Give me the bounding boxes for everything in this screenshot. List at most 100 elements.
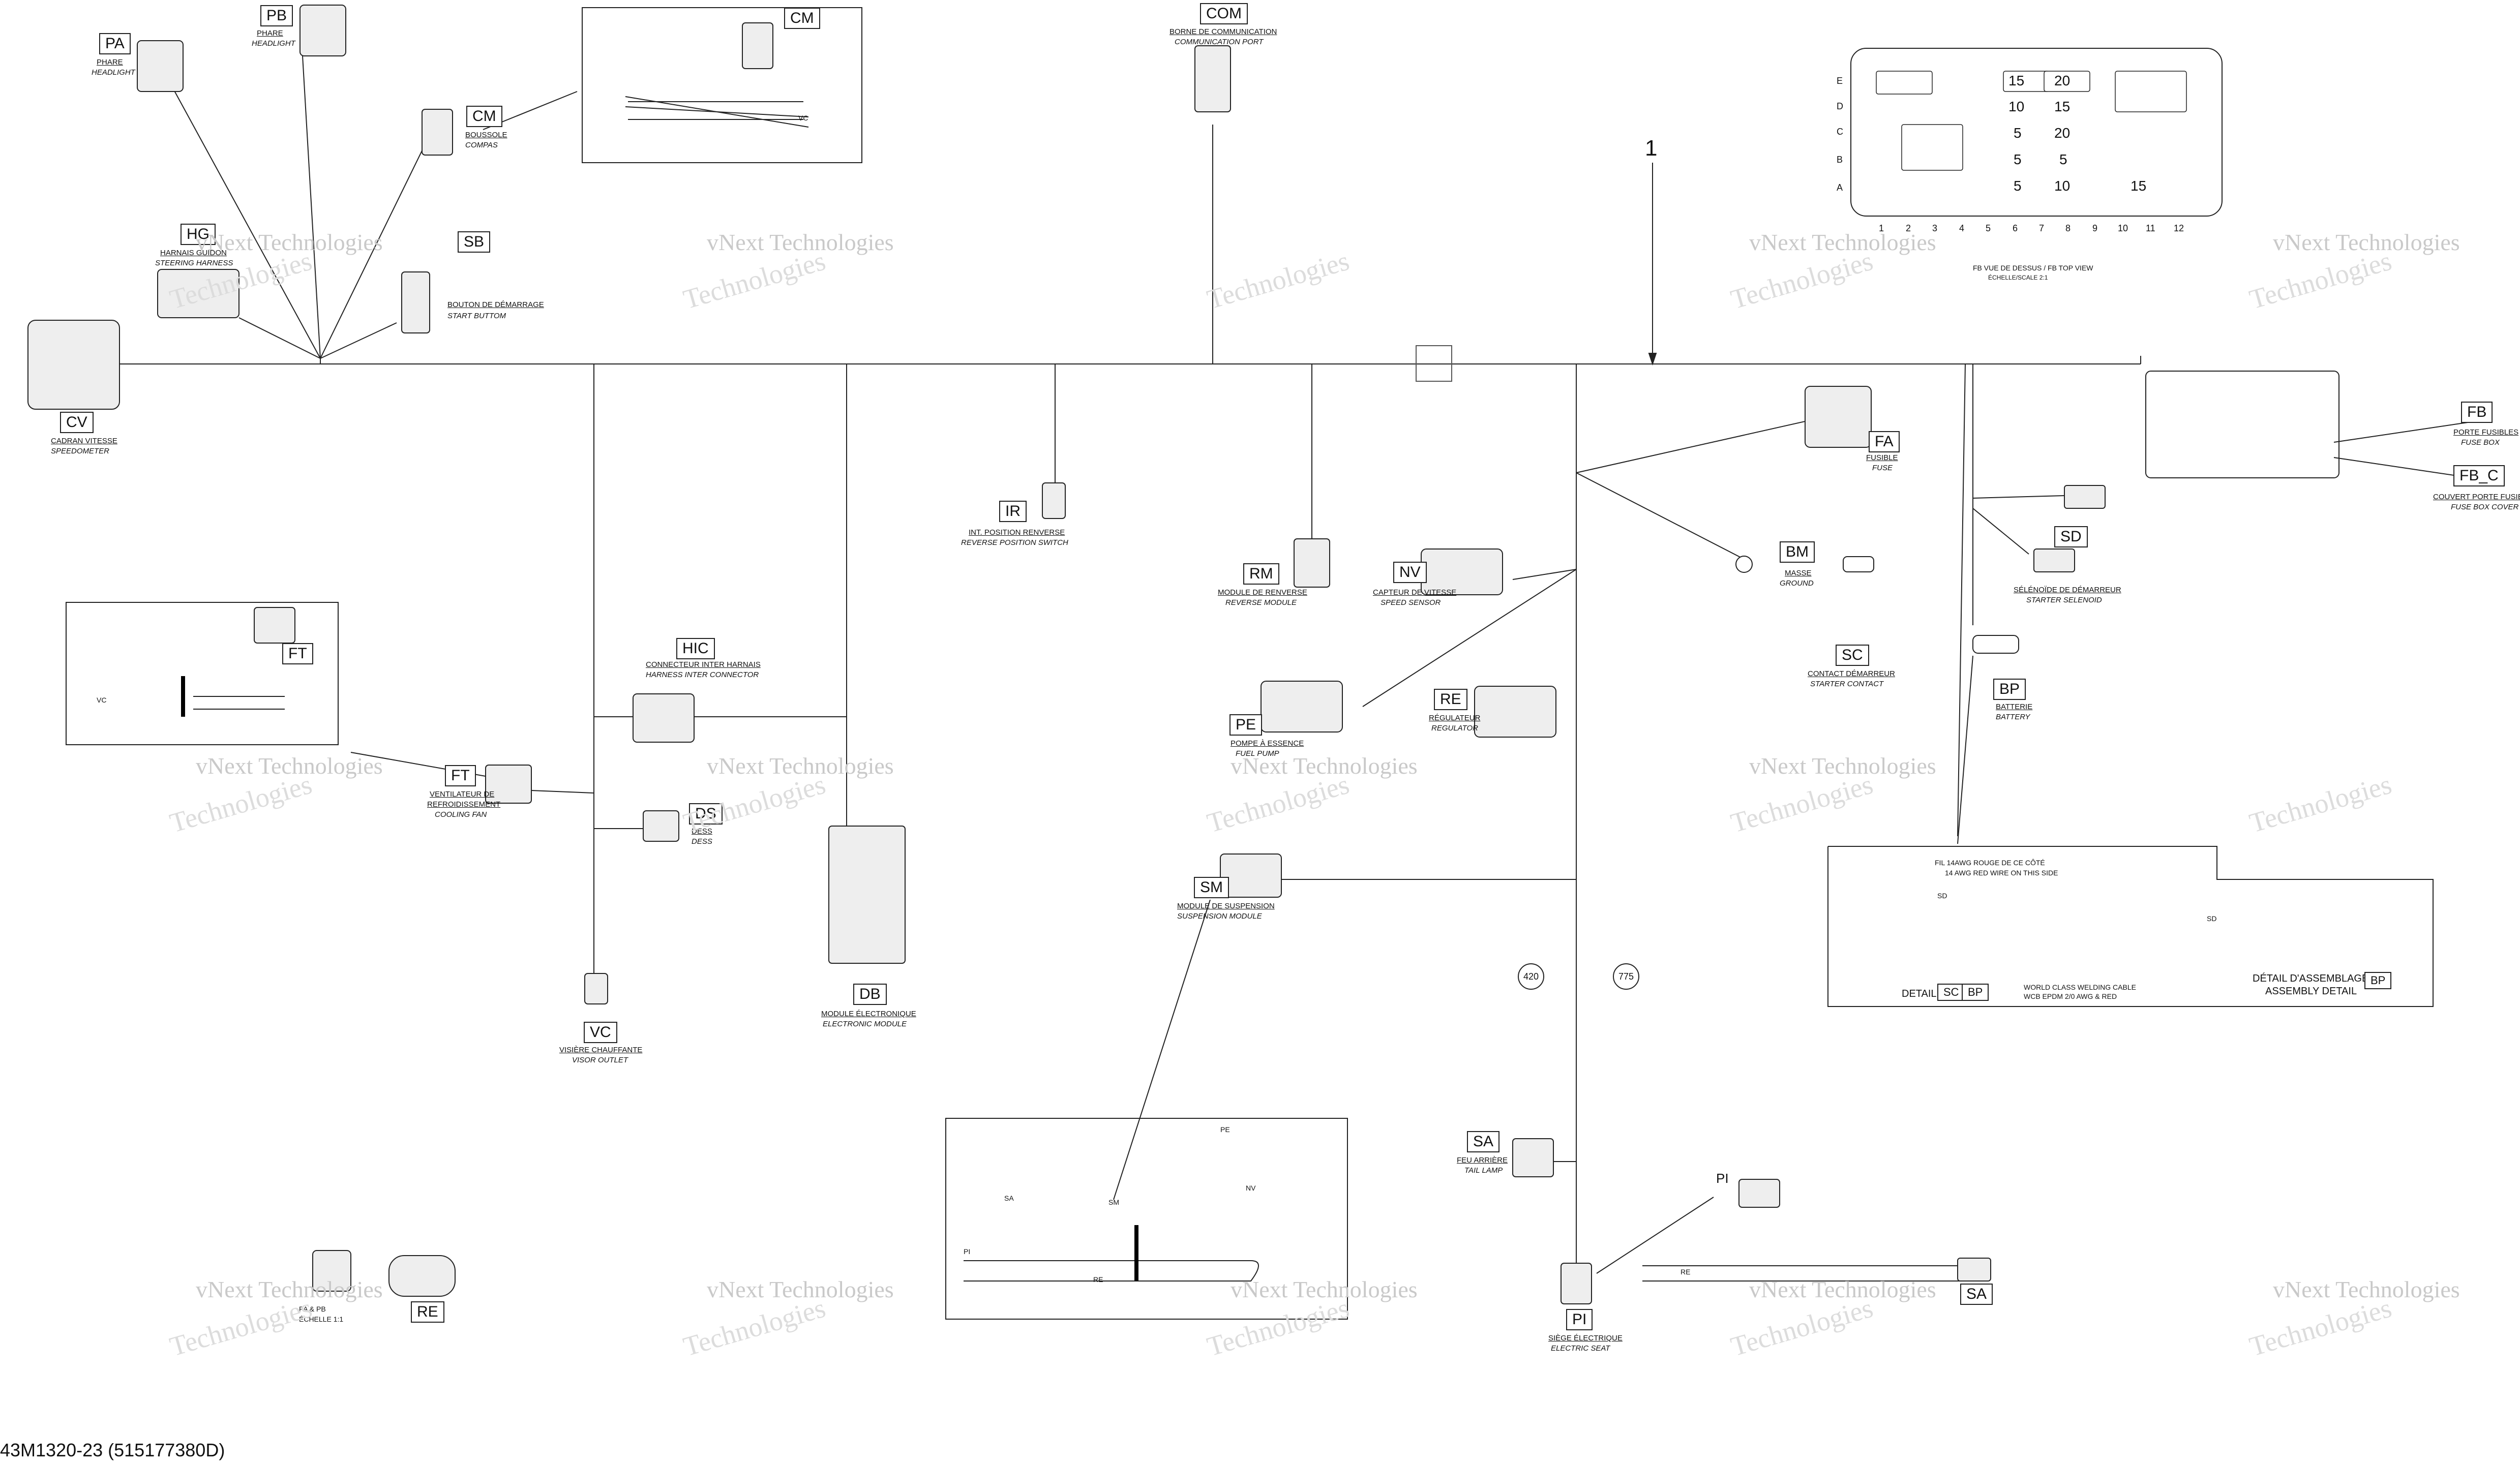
starter-contact-terminal [1843, 556, 1874, 572]
fuse-rating-a2: 10 [2054, 178, 2071, 194]
fuse-rating-e1: 15 [2008, 73, 2025, 88]
rm-code: RM [1243, 563, 1279, 585]
detail-sc: SC [1937, 984, 1965, 1001]
cooling-fan-detail-box [66, 602, 339, 745]
pa-pb-bottom-line1: PA & PB [299, 1305, 326, 1313]
electric-seat-box-connector [1957, 1258, 1991, 1282]
fusebox-scale: ÉCHELLE/SCALE 2:1 [1988, 274, 2048, 281]
fusebox-title: FB VUE DE DESSUS / FB TOP VIEW [1973, 264, 2093, 272]
wire-label-sm: SM [1108, 1198, 1119, 1206]
detail-assembly-fr: DÉTAIL D'ASSEMBLAGE [2253, 973, 2369, 984]
fuse-rating-b1: 5 [2014, 151, 2022, 167]
ft-code: FT [445, 765, 476, 786]
fusebox-col-11: 11 [2146, 223, 2155, 233]
sc-fr: CONTACT DÉMARREUR [1808, 669, 1895, 678]
fuse-rating-a1: 5 [2014, 178, 2022, 194]
vc-fr: VISIÈRE CHAUFFANTE [559, 1046, 643, 1054]
re-bottom-connector [388, 1255, 456, 1297]
fuse-rating-d2: 15 [2054, 99, 2071, 114]
hg-fr: HARNAIS GUIDON [160, 249, 227, 257]
db-code: DB [853, 984, 887, 1005]
re-fr: RÉGULATEUR [1429, 714, 1481, 722]
pa-code: PA [99, 33, 131, 54]
cm-top-code: CM [784, 8, 820, 29]
ft-en: COOLING FAN [435, 810, 487, 819]
bm-code: BM [1780, 541, 1815, 563]
cm-fr: BOUSSOLE [465, 131, 507, 139]
db-en: ELECTRONIC MODULE [823, 1020, 907, 1028]
wire-label-re-seat: RE [1681, 1268, 1691, 1276]
reverse-switch-connector [1042, 482, 1066, 519]
db-fr: MODULE ÉLECTRONIQUE [821, 1010, 916, 1018]
compass-detail-box [582, 7, 862, 163]
pi-fr: SIÈGE ÉLECTRIQUE [1548, 1334, 1623, 1343]
fuel-pump-connector [1261, 681, 1343, 733]
fusebox-col-4: 4 [1959, 223, 1965, 233]
bm-en: GROUND [1780, 579, 1814, 588]
rm-en: REVERSE MODULE [1225, 598, 1297, 607]
hg-en: STEERING HARNESS [155, 259, 233, 267]
fuse-rating-c2: 20 [2054, 125, 2071, 141]
fusebox-col-2: 2 [1906, 223, 1911, 233]
nv-fr: CAPTEUR DE VITESSE [1373, 588, 1457, 597]
sa-en: TAIL LAMP [1464, 1166, 1503, 1175]
fusebox-col-12: 12 [2174, 223, 2184, 233]
pb-code: PB [260, 5, 293, 26]
fusebox-row-d: D [1837, 101, 1843, 111]
detail-assembly-box [1827, 846, 2434, 1007]
suspension-detail-box [945, 1118, 1348, 1320]
fusebox-col-1: 1 [1879, 223, 1884, 233]
electric-seat-connector [1561, 1263, 1592, 1304]
ds-code: DS [689, 803, 723, 825]
pa-fr: PHARE [97, 58, 123, 67]
electronic-module [828, 826, 906, 964]
rm-fr: MODULE DE RENVERSE [1218, 588, 1307, 597]
ft-fr2: REFROIDISSEMENT [427, 800, 501, 809]
start-button-connector [401, 271, 430, 333]
pa-en: HEADLIGHT [92, 68, 135, 77]
sa-fr: FEU ARRIÈRE [1457, 1156, 1508, 1165]
fuse-rating-d1: 10 [2008, 99, 2025, 114]
hic-en: HARNESS INTER CONNECTOR [646, 670, 759, 679]
cm-en: COMPAS [465, 141, 498, 149]
trunk-splice-block [1416, 345, 1452, 382]
fusebox-col-7: 7 [2039, 223, 2045, 233]
cooling-fan-box-connector [254, 607, 295, 644]
ir-en: REVERSE POSITION SWITCH [961, 538, 1068, 547]
hic-code: HIC [676, 638, 715, 659]
pe-en: FUEL PUMP [1236, 749, 1279, 758]
fuse-holder [1805, 386, 1872, 448]
fuse-rating-a3: 15 [2131, 178, 2147, 194]
fbc-en: FUSE BOX COVER [2451, 503, 2519, 511]
fusebox-row-c: C [1837, 127, 1843, 137]
wire-label-sa: SA [1004, 1194, 1014, 1202]
reverse-module-connector [1294, 538, 1330, 588]
sm-code: SM [1194, 877, 1229, 898]
sa-code: SA [1467, 1131, 1500, 1152]
sd-code: SD [2054, 526, 2088, 547]
fa-en: FUSE [1872, 464, 1893, 472]
pa-pb-bottom-line2: ÉCHELLE 1:1 [299, 1315, 344, 1323]
ft-box-code: FT [282, 643, 313, 664]
detail-note-en: 14 AWG RED WIRE ON THIS SIDE [1945, 869, 2058, 877]
re-bottom-code: RE [411, 1301, 444, 1323]
sb-fr: BOUTON DE DÉMARRAGE [447, 300, 544, 309]
sb-en: START BUTTOM [447, 312, 506, 320]
fb-code: FB [2461, 402, 2493, 423]
fusebox-col-3: 3 [1932, 223, 1938, 233]
fbc-code: FB_C [2453, 465, 2505, 486]
compass-top-connector [742, 22, 773, 69]
fusebox-col-5: 5 [1986, 223, 1991, 233]
detail-note-fr: FIL 14AWG ROUGE DE CE CÔTÉ [1935, 859, 2045, 867]
com-code: COM [1200, 3, 1248, 24]
fuse-rating-b2: 5 [2059, 151, 2067, 167]
compass-connector [422, 109, 453, 156]
fb-fr: PORTE FUSIBLES [2453, 428, 2519, 437]
pi-en: ELECTRIC SEAT [1551, 1344, 1610, 1353]
vc-code: VC [584, 1022, 617, 1043]
cm-code: CM [466, 106, 502, 127]
sb-code: SB [458, 231, 491, 253]
wire-label-pi: PI [964, 1247, 971, 1256]
vc-en: VISOR OUTLET [572, 1056, 628, 1064]
wire-label-pe: PE [1220, 1125, 1230, 1134]
